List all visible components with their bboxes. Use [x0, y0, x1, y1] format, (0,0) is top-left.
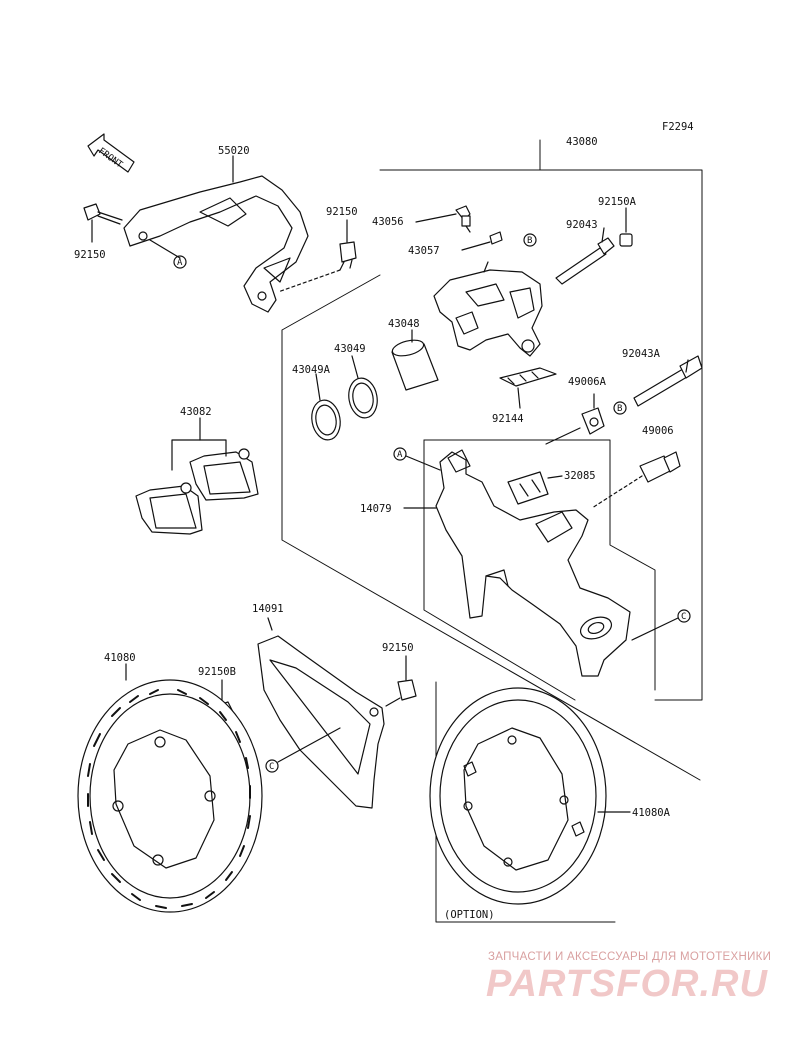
part-41080A-rotor [429, 687, 631, 905]
front-arrow-icon: FRONT [87, 133, 135, 173]
part-43048-piston [391, 329, 439, 391]
label-92150A: 92150A [598, 196, 637, 208]
part-92043-pin [555, 227, 615, 285]
label-43056: 43056 [372, 216, 404, 228]
svg-text:C: C [269, 762, 274, 772]
part-49006-boot [591, 451, 681, 509]
label-92144: 92144 [492, 413, 524, 425]
svg-text:A: A [177, 258, 183, 268]
label-43048: 43048 [388, 318, 420, 330]
part-92150A-plug [619, 207, 633, 247]
callout-c-1: C [631, 609, 691, 641]
label-43057: 43057 [408, 245, 440, 257]
label-43082: 43082 [180, 406, 212, 418]
label-92150B: 92150B [198, 666, 236, 678]
label-92043A: 92043A [622, 348, 661, 360]
label-41080A: 41080A [632, 807, 671, 819]
part-41080-rotor [77, 663, 263, 913]
label-43080: 43080 [566, 136, 598, 148]
bolt-92150-left [83, 203, 123, 243]
part-49006A-boot [545, 393, 605, 445]
svg-text:A: A [397, 450, 403, 460]
label-92150-top: 92150 [326, 206, 358, 218]
label-92150-bottom: 92150 [382, 642, 414, 654]
svg-text:B: B [527, 236, 532, 246]
label-43049A: 43049A [292, 364, 331, 376]
part-43049A-seal [311, 373, 341, 441]
bolt-92150-bottom [385, 655, 417, 707]
label-14079: 14079 [360, 503, 392, 515]
figure-code: F2294 [662, 121, 694, 133]
label-92150-left: 92150 [74, 249, 106, 261]
label-14091: 14091 [252, 603, 284, 615]
part-43057-cap [461, 231, 503, 251]
option-label: (OPTION) [444, 909, 495, 921]
label-49006A: 49006A [568, 376, 607, 388]
part-14091-disc-guard [257, 617, 385, 809]
part-43056-bleeder [415, 205, 471, 233]
callout-a-1: A [173, 255, 187, 269]
label-43049: 43049 [334, 343, 366, 355]
part-55020-guard [123, 155, 309, 313]
svg-text:B: B [617, 404, 622, 414]
callout-c-2: C [265, 727, 341, 773]
label-92043: 92043 [566, 219, 598, 231]
label-55020: 55020 [218, 145, 250, 157]
svg-text:C: C [681, 612, 686, 622]
part-14079-bracket [403, 449, 631, 677]
watermark-tagline: ЗАПЧАСТИ И АКСЕССУАРЫ ДЛЯ МОТОТЕХНИКИ [488, 951, 772, 963]
part-92144-spring [499, 367, 557, 409]
part-92043A-pin [633, 355, 703, 407]
label-49006: 49006 [642, 425, 674, 437]
watermark-brand: PARTSFOR.RU [486, 963, 768, 1005]
label-32085: 32085 [564, 470, 596, 482]
part-43082-pads [135, 417, 259, 535]
bolt-92150-top [277, 219, 357, 293]
part-32085-pad-spring [507, 471, 563, 505]
callout-a-2: A [393, 447, 441, 471]
part-caliper-body [433, 261, 543, 357]
part-43049-seal [348, 355, 378, 419]
callout-b-1: B [523, 233, 537, 247]
label-41080: 41080 [104, 652, 136, 664]
callout-b-2: B [613, 401, 627, 415]
caliper-assembly-frame [281, 139, 703, 781]
